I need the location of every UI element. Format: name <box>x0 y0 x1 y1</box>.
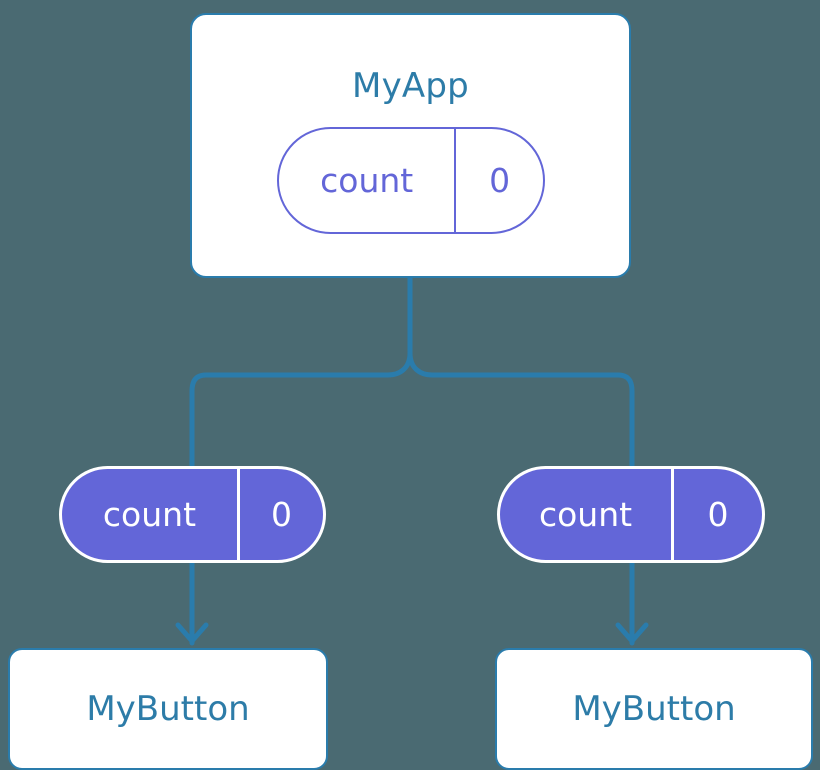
state-pill-key: count <box>102 495 197 534</box>
arrowhead-right <box>615 622 649 644</box>
component-label: MyButton <box>86 689 250 729</box>
component-label: MyButton <box>572 689 736 729</box>
arrowhead-left <box>175 622 209 644</box>
state-pill-value: 0 <box>671 469 762 560</box>
connector-branch-right <box>407 350 635 469</box>
state-pill-right-count[interactable]: count 0 <box>497 466 765 563</box>
component-card-mybutton-left[interactable]: MyButton <box>8 648 328 770</box>
component-card-mybutton-right[interactable]: MyButton <box>495 648 813 770</box>
state-pill-myapp-count[interactable]: count 0 <box>277 127 545 234</box>
page-title: MyApp <box>352 66 469 106</box>
state-pill-key: count <box>320 161 414 200</box>
state-pill-key: count <box>538 495 633 534</box>
state-pill-value: 0 <box>236 469 323 560</box>
state-pill-value: 0 <box>454 129 543 232</box>
state-pill-left-count[interactable]: count 0 <box>59 466 326 563</box>
connector-branch-left <box>189 350 413 469</box>
